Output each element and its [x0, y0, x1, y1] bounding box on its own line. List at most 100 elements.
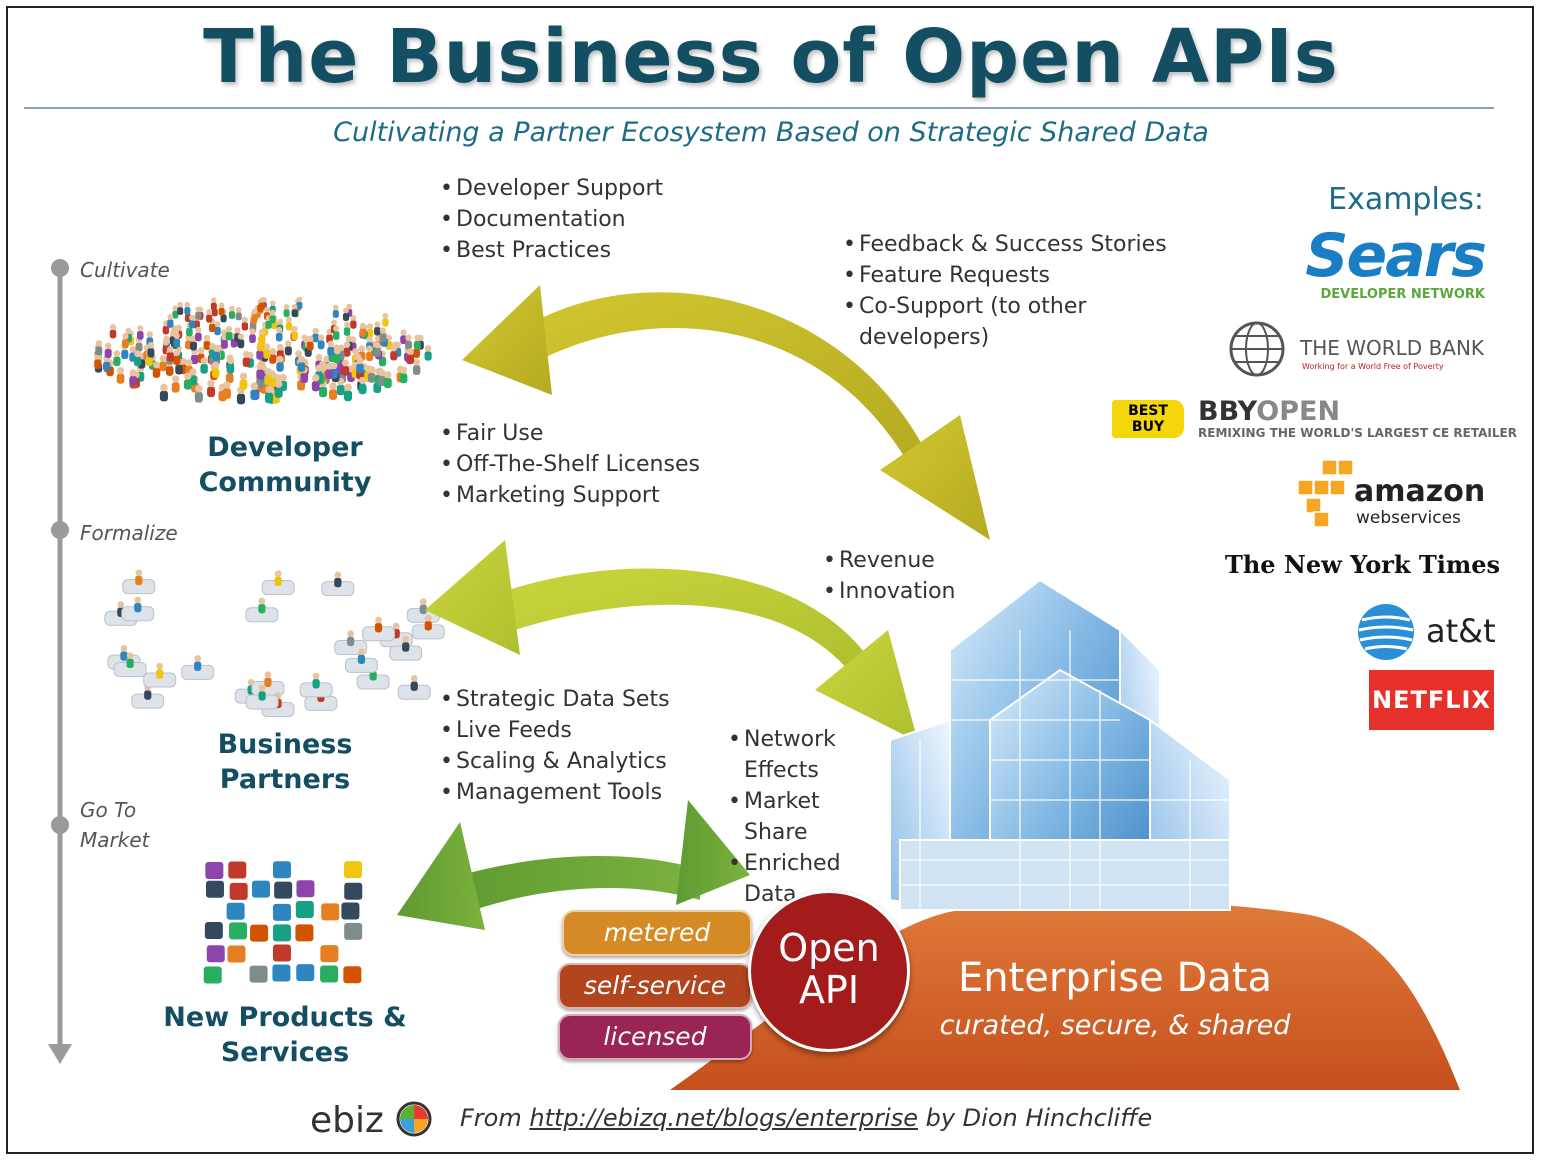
person-icon — [121, 333, 129, 348]
person-icon — [116, 366, 125, 384]
app-icon — [272, 964, 291, 982]
app-icon — [226, 902, 245, 920]
person-icon — [312, 672, 320, 689]
app-icons-illustration — [203, 861, 363, 984]
app-icon — [272, 924, 291, 942]
arrow-developer-exchange — [520, 292, 925, 458]
enterprise-hill — [670, 900, 1460, 1090]
person-icon — [264, 671, 272, 688]
puzzle-illustration — [104, 569, 445, 717]
amazon-wordmark: amazon — [1354, 474, 1486, 509]
pill-metered: metered — [562, 910, 752, 956]
enterprise-illustration — [670, 578, 1460, 1090]
person-icon — [325, 362, 333, 380]
list-item: Documentation — [440, 204, 663, 235]
person-icon — [424, 614, 432, 631]
enterprise-data-title: Enterprise Data — [958, 955, 1272, 1001]
person-icon — [156, 662, 164, 679]
app-icon — [249, 965, 268, 983]
person-icon — [424, 345, 432, 361]
page-title: The Business of Open APIs — [203, 14, 1339, 100]
person-icon — [379, 327, 387, 342]
list-item: Co-Support (to other developers) — [843, 291, 1109, 353]
list-item: Fair Use — [440, 418, 700, 449]
person-icon — [237, 333, 245, 349]
person-icon — [147, 342, 155, 358]
app-icon — [205, 880, 224, 898]
person-icon — [350, 314, 357, 329]
person-icon — [137, 325, 144, 340]
person-icon — [166, 345, 174, 362]
person-icon — [133, 350, 142, 367]
footer-url-link[interactable]: http://ebizq.net/blogs/enterprise — [529, 1104, 918, 1132]
list-item: Market Share — [728, 786, 888, 848]
arrowhead-partner-left — [425, 540, 520, 655]
person-icon — [334, 571, 342, 588]
person-icon — [291, 325, 298, 341]
stage-formalize: Formalize — [80, 521, 178, 545]
app-icon — [295, 924, 314, 942]
worldbank-wordmark: THE WORLD BANK — [1300, 336, 1485, 360]
ebizq-logo: ebiz — [310, 1100, 433, 1141]
app-icon — [272, 861, 291, 879]
app-icon — [228, 861, 247, 879]
bullets-data-sets: Strategic Data Sets Live Feeds Scaling &… — [440, 684, 670, 808]
arrowhead-market-left — [397, 822, 485, 930]
person-icon — [311, 374, 320, 392]
person-icon — [296, 296, 303, 310]
person-icon — [177, 301, 184, 315]
person-icon — [284, 340, 292, 356]
person-icon — [195, 306, 202, 320]
app-icon — [229, 882, 248, 900]
list-item: Network Effects — [728, 724, 888, 786]
app-icon — [341, 902, 360, 920]
person-icon — [269, 348, 277, 364]
person-icon — [285, 316, 293, 331]
person-icon — [129, 369, 138, 387]
person-icon — [263, 343, 271, 359]
list-item: Feature Requests — [843, 260, 1173, 291]
stage-cultivate: Cultivate — [80, 258, 170, 282]
person-icon — [390, 344, 398, 361]
person-icon — [251, 308, 258, 322]
person-icon — [406, 348, 415, 364]
person-icon — [374, 321, 381, 336]
person-icon — [210, 297, 217, 311]
person-icon — [402, 635, 410, 652]
app-icon — [251, 880, 270, 898]
person-icon — [317, 334, 325, 350]
bullets-licensing: Fair Use Off-The-Shelf Licenses Marketin… — [440, 418, 700, 511]
bullets-network: Network Effects Market Share Enriched Da… — [728, 724, 888, 910]
person-icon — [347, 630, 355, 647]
person-icon — [95, 340, 103, 356]
app-icon — [229, 922, 248, 940]
person-icon — [104, 342, 112, 358]
person-icon — [167, 313, 174, 328]
person-icon — [275, 326, 283, 342]
app-icon — [344, 922, 363, 940]
arrowhead-developer-right — [880, 415, 990, 540]
bbyopen-part1: BBY — [1198, 396, 1257, 427]
person-icon — [258, 597, 266, 614]
person-icon — [258, 328, 266, 344]
examples-title: Examples: — [1328, 182, 1484, 217]
person-icon — [383, 371, 392, 389]
person-icon — [333, 347, 341, 364]
person-icon — [109, 324, 117, 339]
person-icon — [258, 297, 265, 311]
person-icon — [242, 351, 250, 367]
person-icon — [212, 345, 220, 361]
person-icon — [328, 382, 338, 400]
ebizq-q-icon — [396, 1101, 432, 1137]
person-icon — [291, 303, 298, 318]
person-icon — [405, 334, 412, 350]
person-icon — [264, 368, 273, 385]
bestbuy-tag: BEST BUY — [1112, 400, 1184, 438]
person-icon — [188, 314, 196, 329]
person-icon — [412, 358, 421, 375]
netflix-logo: NETFLIX — [1369, 670, 1494, 730]
person-icon — [327, 340, 335, 356]
app-icon — [296, 880, 315, 898]
timeline — [48, 259, 72, 1064]
title-divider — [24, 107, 1494, 109]
